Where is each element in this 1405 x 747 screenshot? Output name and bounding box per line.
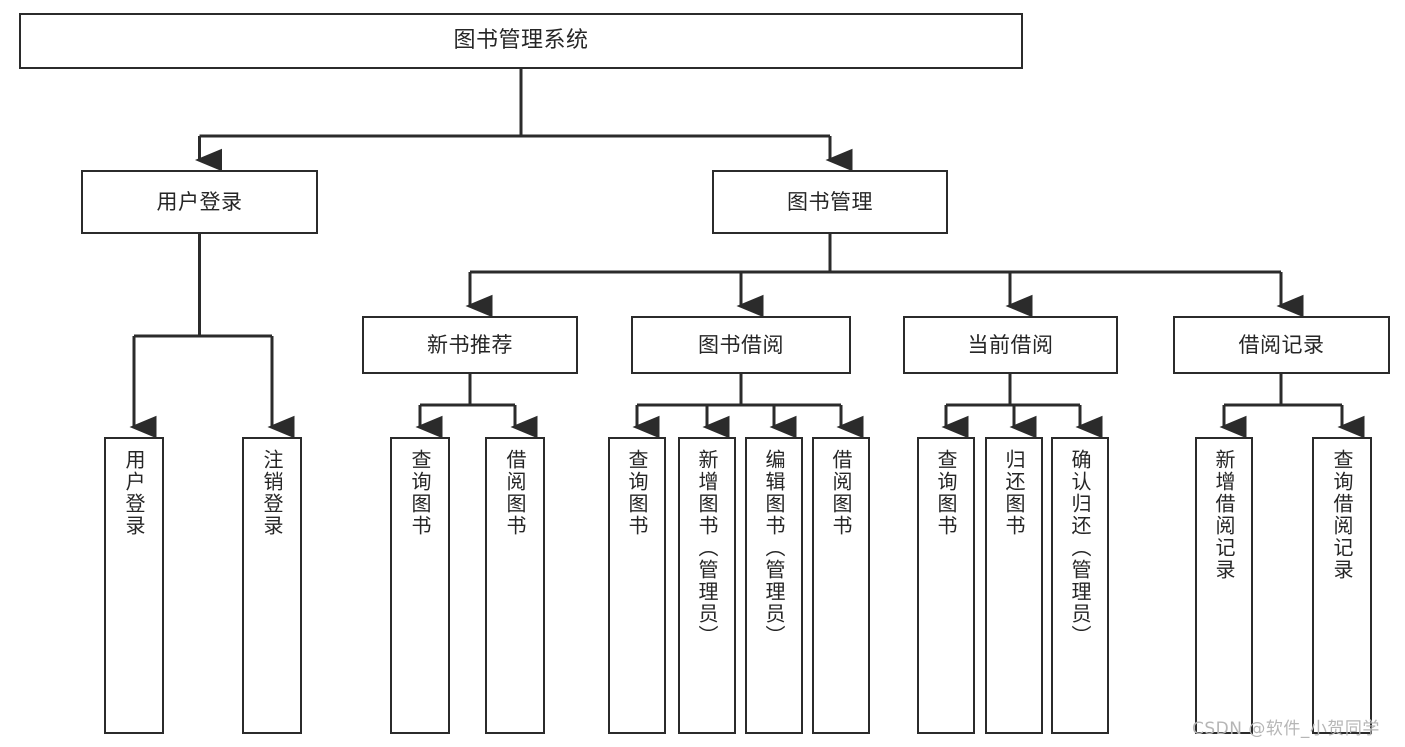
node-leaf-add-book-label: 新增图书（管理员）: [695, 449, 719, 647]
node-leaf-query-book-1[interactable]: 查询图书: [390, 437, 450, 734]
node-leaf-add-record[interactable]: 新增借阅记录: [1195, 437, 1253, 734]
node-leaf-user-login[interactable]: 用户登录: [104, 437, 164, 734]
node-leaf-edit-book-label: 编辑图书（管理员）: [762, 449, 786, 647]
node-leaf-add-record-label: 新增借阅记录: [1212, 449, 1236, 581]
node-root[interactable]: 图书管理系统: [19, 13, 1023, 69]
node-leaf-query-record-label: 查询借阅记录: [1330, 449, 1354, 581]
node-leaf-confirm-return-label: 确认归还（管理员）: [1068, 449, 1092, 647]
node-leaf-add-book[interactable]: 新增图书（管理员）: [678, 437, 736, 734]
node-leaf-user-login-label: 用户登录: [122, 449, 146, 537]
node-book-manage[interactable]: 图书管理: [712, 170, 948, 234]
node-leaf-return-book-label: 归还图书: [1002, 449, 1026, 537]
node-current-borrow[interactable]: 当前借阅: [903, 316, 1118, 374]
node-book-borrow[interactable]: 图书借阅: [631, 316, 851, 374]
node-leaf-logout-label: 注销登录: [260, 449, 284, 537]
node-book-manage-label: 图书管理: [787, 189, 873, 214]
node-new-book-rec-label: 新书推荐: [427, 332, 513, 357]
node-leaf-query-book-3[interactable]: 查询图书: [917, 437, 975, 734]
node-leaf-query-book-2[interactable]: 查询图书: [608, 437, 666, 734]
node-leaf-edit-book[interactable]: 编辑图书（管理员）: [745, 437, 803, 734]
node-root-label: 图书管理系统: [453, 28, 589, 54]
node-leaf-query-book-1-label: 查询图书: [408, 449, 432, 537]
node-leaf-query-record[interactable]: 查询借阅记录: [1312, 437, 1372, 734]
node-leaf-borrow-book-1-label: 借阅图书: [503, 449, 527, 537]
node-new-book-rec[interactable]: 新书推荐: [362, 316, 578, 374]
node-leaf-query-book-3-label: 查询图书: [934, 449, 958, 537]
node-book-borrow-label: 图书借阅: [698, 332, 784, 357]
node-borrow-record-label: 借阅记录: [1238, 332, 1325, 357]
node-leaf-borrow-book-2-label: 借阅图书: [829, 449, 853, 537]
node-current-borrow-label: 当前借阅: [967, 332, 1054, 357]
node-leaf-return-book[interactable]: 归还图书: [985, 437, 1043, 734]
node-user-login[interactable]: 用户登录: [81, 170, 318, 234]
node-leaf-borrow-book-2[interactable]: 借阅图书: [812, 437, 870, 734]
node-user-login-label: 用户登录: [156, 189, 243, 214]
node-leaf-confirm-return[interactable]: 确认归还（管理员）: [1051, 437, 1109, 734]
node-leaf-logout[interactable]: 注销登录: [242, 437, 302, 734]
csdn-watermark: CSDN @软件_小贺同学: [1192, 719, 1380, 739]
node-borrow-record[interactable]: 借阅记录: [1173, 316, 1390, 374]
node-leaf-query-book-2-label: 查询图书: [625, 449, 649, 537]
node-leaf-borrow-book-1[interactable]: 借阅图书: [485, 437, 545, 734]
